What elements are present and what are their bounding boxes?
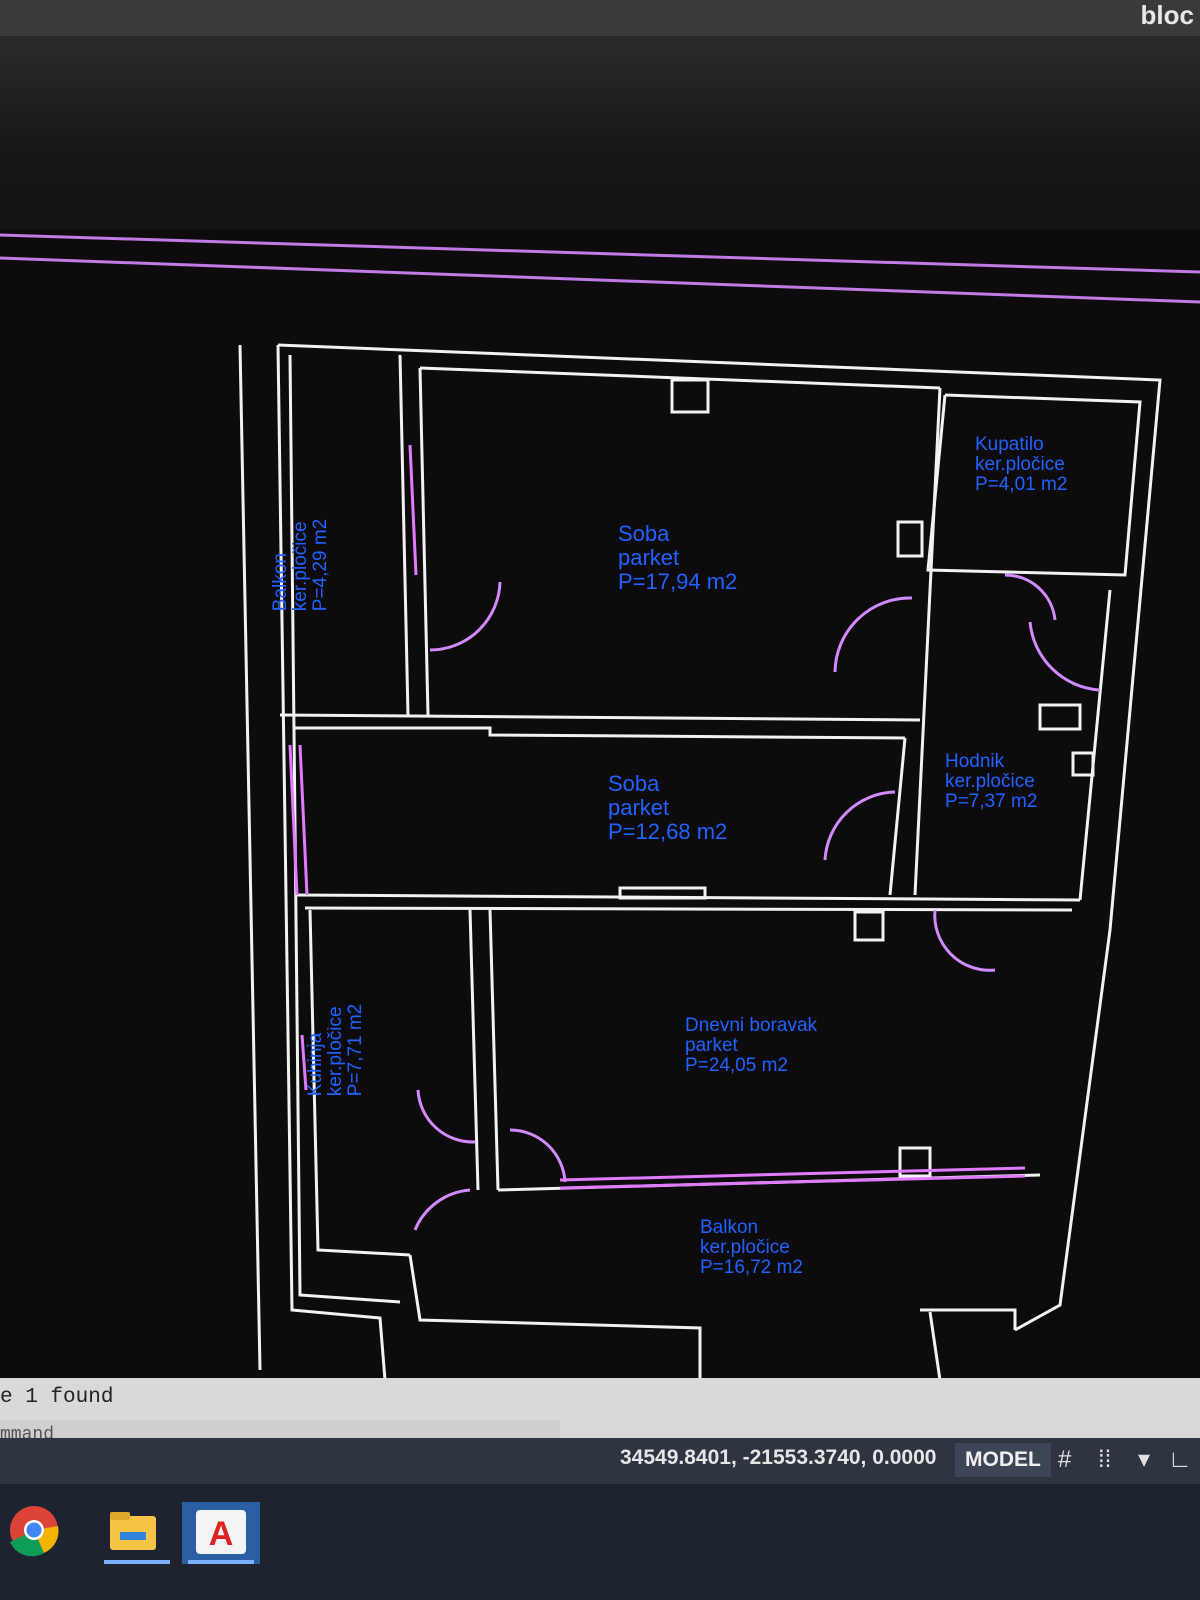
room-floor: ker.pločice [290,521,312,612]
room-name: Balkon [700,1217,759,1238]
soba2-wall-right [888,737,907,896]
room-area: P=16,72 m2 [700,1257,803,1278]
column-6 [1071,751,1095,777]
window-soba2-1 [288,744,299,896]
door-dnevni-balkon [509,1128,567,1183]
window-balkon [408,444,418,576]
room-name: Hodnik [945,751,1005,772]
room-floor: ker.pločice [700,1237,790,1258]
room-area: P=17,94 m2 [618,569,738,594]
room-floor: ker.pločice [325,1006,347,1097]
autocad-icon[interactable]: A [182,1502,260,1564]
svg-text:A: A [209,1515,234,1553]
room-name: Balkon [270,553,292,612]
drawing-canvas[interactable]: Soba parket P=17,94 m2 Soba parket P=12,… [0,230,1200,1380]
chrome-icon[interactable] [0,1502,78,1564]
soba1-wall-left [418,367,430,716]
room-label-balkon-2[interactable]: Balkon ker.pločice P=16,72 m2 [700,1218,803,1278]
room-area: P=12,68 m2 [608,819,728,844]
room-floor: parket [685,1035,738,1056]
dropdown-icon[interactable]: ▾ [1138,1446,1151,1473]
taskbar: A [0,1484,1200,1600]
balkon-wall [398,354,410,716]
active-indicator [188,1560,254,1564]
coordinate-readout: 34549.8401, -21553.3740, 0.0000 [620,1446,937,1469]
room-name: Dnevni boravak [685,1015,818,1036]
balkon2-wall-right [920,1308,1017,1330]
room-label-soba-1[interactable]: Soba parket P=17,94 m2 [618,522,737,594]
hodnik-wall-right [1078,589,1112,901]
window-dnevni-1 [559,1166,1026,1182]
door-soba2-hodnik [823,790,896,861]
room-area: P=4,01 m2 [975,474,1068,495]
ribbon-area [0,36,1200,236]
door-hodnik-dnevni [933,909,996,972]
room-name: Kupatilo [975,434,1044,455]
ortho-icon[interactable]: ∟ [1168,1446,1192,1473]
status-bar: 34549.8401, -21553.3740, 0.0000 MODEL # … [0,1438,1200,1484]
floor-plan [0,233,1200,1380]
kuhinja-wall-left [308,909,411,1257]
column-2 [896,520,924,558]
doors [413,573,1101,1231]
room-name: Kuhinja [305,1032,327,1097]
door-soba1-balkon [429,581,502,652]
soba1-wall-top [419,366,941,390]
wall-soba1-soba2 [279,713,921,722]
door-kupatilo [1004,573,1057,621]
room-floor: parket [608,795,670,820]
walls [276,343,1162,1380]
dnevni-wall-left [488,909,500,1191]
room-floor: parket [618,545,680,570]
door-kuhinja [416,1089,476,1144]
column-3 [853,910,885,942]
dnevni-wall-top [304,906,1073,912]
soba2-wall-top [295,726,906,740]
top-toolbar: bloc [0,0,1200,36]
room-floor: ker.pločice [945,771,1035,792]
magenta-line-top [0,233,1200,274]
room-area: P=7,71 m2 [345,1003,367,1097]
model-space-button[interactable]: MODEL [955,1443,1051,1477]
column-5 [1038,703,1082,731]
outer-wall-left-inner [276,344,387,1380]
room-label-kuhinja[interactable]: Kuhinja ker.pločice P=7,71 m2 [305,1003,367,1097]
file-explorer-icon[interactable] [98,1502,176,1564]
grid-icon[interactable]: # [1058,1446,1072,1473]
column-4 [898,1146,932,1178]
outer-wall-top-right [277,343,1162,1332]
soba1-wall-right [913,387,942,896]
magenta-line-bottom [0,256,1200,304]
door-kuhinja-balkon [413,1188,471,1231]
room-label-hodnik[interactable]: Hodnik ker.pločice P=7,37 m2 [945,752,1037,812]
room-area: P=24,05 m2 [685,1055,788,1076]
room-name: Soba [618,521,670,546]
balkon2-wall-left [408,1254,702,1380]
window-dnevni-2 [559,1174,1026,1190]
room-floor: ker.pločice [975,454,1065,475]
room-area: P=7,37 m2 [945,791,1038,812]
active-indicator [104,1560,170,1564]
room-label-balkon-1[interactable]: Balkon ker.pločice P=4,29 m2 [270,518,332,612]
room-area: P=4,29 m2 [310,518,332,612]
snap-icon[interactable]: ⁞⁞ [1098,1446,1112,1473]
door-soba1-hodnik [833,596,913,673]
command-history: e 1 found [0,1386,114,1409]
windows [288,444,1026,1190]
window-soba2-2 [298,744,309,896]
room-label-dnevni-boravak[interactable]: Dnevni boravak parket P=24,05 m2 [685,1016,817,1076]
room-label-soba-2[interactable]: Soba parket P=12,68 m2 [608,772,727,844]
toolbar-corner-text[interactable]: bloc [1140,0,1194,30]
column-1 [670,378,710,414]
window-kuhinja [300,1034,308,1091]
kupatilo-walls [926,393,1142,577]
soba2-window-sill [618,886,707,900]
wall-left-line [288,354,401,1304]
room-name: Soba [608,771,660,796]
room-label-kupatilo[interactable]: Kupatilo ker.pločice P=4,01 m2 [975,435,1067,495]
door-hodnik-right [1028,621,1101,692]
kuhinja-wall-right [468,909,480,1191]
outer-wall-left [238,344,262,1371]
balkon2-wall-corner [928,1311,942,1380]
